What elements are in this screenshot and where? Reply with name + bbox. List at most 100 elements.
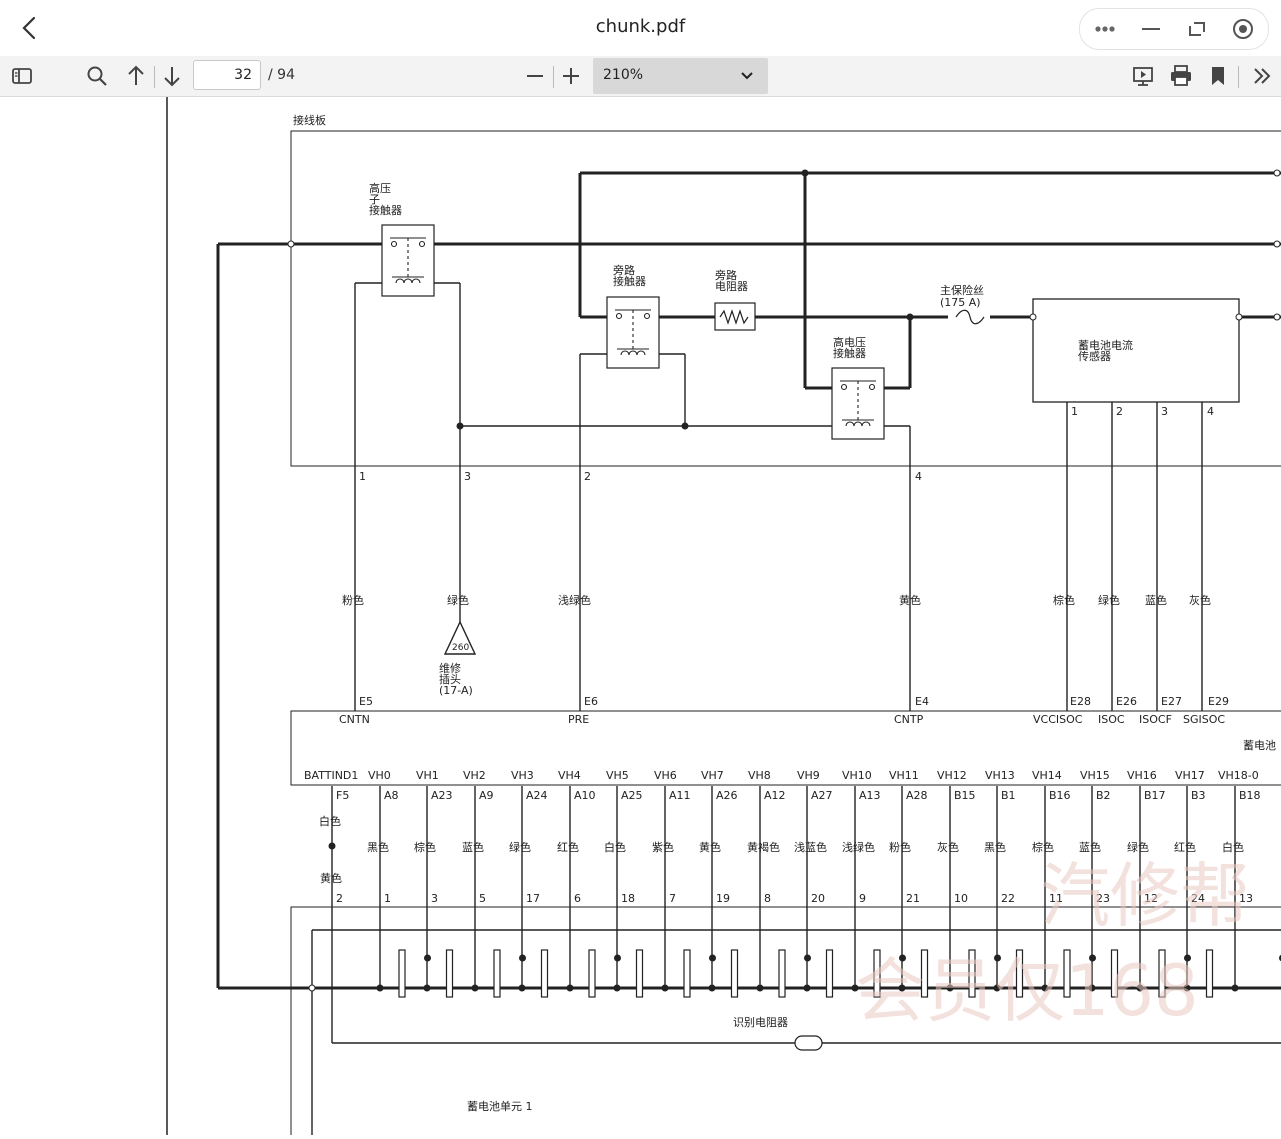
- presentation-icon[interactable]: [1129, 62, 1157, 90]
- ecu-pin-label: E27: [1161, 695, 1182, 708]
- vh-pin-label: A8: [384, 789, 399, 802]
- terminal-dot: [1274, 241, 1280, 247]
- vh-pin-label: A26: [716, 789, 738, 802]
- battery-pin-label: 7: [669, 892, 676, 905]
- battery-cell: [637, 950, 643, 997]
- vh-pin-label: A13: [859, 789, 881, 802]
- next-page-icon[interactable]: [158, 62, 186, 90]
- wire-color-label: 粉色: [342, 593, 364, 607]
- vh-color-label: 红色: [557, 840, 579, 854]
- ecu-signal-label: ISOC: [1098, 713, 1125, 726]
- page-number-input[interactable]: 32: [193, 60, 261, 90]
- vh-pin-label: B17: [1144, 789, 1166, 802]
- main-fuse-label: 主保险丝: [940, 283, 984, 297]
- ecu-signal-label: VCCISOC: [1033, 713, 1083, 726]
- battery-unit-label: 蓄电池单元 1: [467, 1100, 533, 1113]
- battery-pin-label: 1: [384, 892, 391, 905]
- battery-pin-label: 20: [811, 892, 825, 905]
- junction-board-label: 接线板: [293, 113, 326, 127]
- junction-dot: [709, 955, 716, 962]
- terminal-dot: [288, 241, 294, 247]
- board-pin-label: 2: [584, 470, 591, 483]
- search-icon[interactable]: [83, 62, 111, 90]
- vh-signal-label: VH7: [701, 769, 724, 782]
- vh-pin-label: B2: [1096, 789, 1111, 802]
- more-icon[interactable]: [1092, 17, 1118, 41]
- sidebar-toggle-icon[interactable]: [8, 62, 36, 90]
- terminal-dot: [309, 985, 315, 991]
- junction-dot: [377, 985, 384, 992]
- junction-dot: [662, 985, 669, 992]
- id-resistor-label: 识别电阻器: [733, 1016, 788, 1029]
- vh-color-label: 粉色: [889, 840, 911, 854]
- zoom-in-icon[interactable]: [557, 62, 585, 90]
- vh-color-label: 黑色: [367, 840, 389, 854]
- vh-signal-label: VH12: [937, 769, 967, 782]
- ecu-pin-label: E26: [1116, 695, 1137, 708]
- junction-dot: [519, 955, 526, 962]
- vh-signal-label: VH15: [1080, 769, 1110, 782]
- wire-color-label: 蓝色: [1145, 593, 1167, 607]
- battery-cell: [732, 950, 738, 997]
- close-target-icon[interactable]: [1230, 17, 1256, 41]
- junction-dot: [804, 955, 811, 962]
- previous-page-icon[interactable]: [122, 62, 150, 90]
- junction-dot: [614, 985, 621, 992]
- zoom-out-icon[interactable]: [521, 62, 549, 90]
- battery-pin-label: 19: [716, 892, 730, 905]
- sensor-pin-label: 1: [1071, 405, 1078, 418]
- junction-dot: [424, 955, 431, 962]
- main-fuse-label: (175 A): [940, 296, 981, 309]
- junction-dot: [682, 423, 689, 430]
- terminal-dot: [1030, 314, 1036, 320]
- battery-cell: [779, 950, 785, 997]
- vh-signal-label: VH16: [1127, 769, 1157, 782]
- minimize-icon[interactable]: [1138, 17, 1164, 41]
- battery-cell: [399, 950, 405, 997]
- sensor-pin-label: 3: [1161, 405, 1168, 418]
- wire-color-label: 浅绿色: [558, 593, 591, 607]
- junction-dot: [907, 314, 914, 321]
- vh-color-label: 黄色: [699, 840, 721, 854]
- vh-pin-label: A10: [574, 789, 596, 802]
- divider: [553, 66, 554, 88]
- junction-dot: [614, 955, 621, 962]
- board-pin-label: 4: [915, 470, 922, 483]
- vh-signal-label: VH14: [1032, 769, 1062, 782]
- bookmark-icon[interactable]: [1204, 62, 1232, 90]
- page-total: / 94: [268, 67, 295, 83]
- service-plug-ref: 260: [452, 643, 469, 653]
- vh-color-label: 紫色: [652, 840, 674, 854]
- more-tools-icon[interactable]: [1248, 62, 1276, 90]
- vh-signal-label: VH1: [416, 769, 439, 782]
- junction-dot: [804, 985, 811, 992]
- vh-signal-label: VH6: [654, 769, 677, 782]
- vh-pin-label: B18: [1239, 789, 1261, 802]
- vh-pin-label: A28: [906, 789, 928, 802]
- current-sensor-label: 传感器: [1078, 350, 1111, 363]
- vh-pin-label: A12: [764, 789, 786, 802]
- battery-cell: [447, 950, 453, 997]
- vh-signal-label: VH18-0: [1218, 769, 1259, 782]
- vh-signal-label: VH13: [985, 769, 1015, 782]
- ecu-pin-label: E28: [1070, 695, 1091, 708]
- terminal-dot: [1236, 314, 1242, 320]
- junction-dot: [757, 985, 764, 992]
- vh-signal-label: VH4: [558, 769, 581, 782]
- zoom-select[interactable]: 210%: [593, 58, 768, 94]
- vh-color-label: 绿色: [1127, 840, 1149, 854]
- pdf-page: 接线板高压子接触器旁路接触器旁路电阻器主保险丝(175 A)高电压接触器蓄电池电…: [0, 97, 1281, 1135]
- vh-signal-label: VH10: [842, 769, 872, 782]
- vh-color-label: 浅蓝色: [794, 840, 827, 854]
- vh-pin-label: A9: [479, 789, 494, 802]
- vh-signal-label: VH8: [748, 769, 771, 782]
- sensor-pin-label: 4: [1207, 405, 1214, 418]
- junction-dot: [329, 843, 336, 850]
- restore-icon[interactable]: [1184, 17, 1210, 41]
- ecu-pin-label: E29: [1208, 695, 1229, 708]
- print-icon[interactable]: [1167, 62, 1195, 90]
- battery-pin-label: 10: [954, 892, 968, 905]
- vh-color-label: 蓝色: [1079, 840, 1101, 854]
- junction-dot: [472, 985, 479, 992]
- vh-signal-label: VH17: [1175, 769, 1205, 782]
